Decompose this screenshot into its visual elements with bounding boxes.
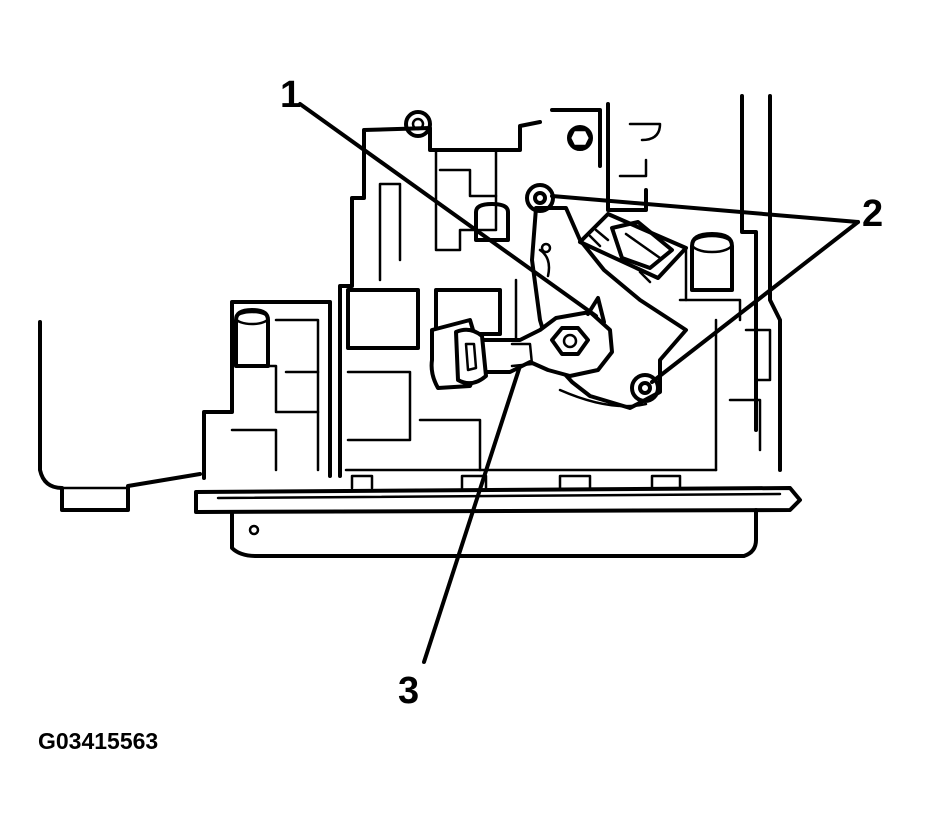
case-wall-left xyxy=(38,320,202,512)
callout-2-label: 2 xyxy=(862,193,884,235)
retainer-clip-lower xyxy=(630,373,660,403)
leader-line-2-upper xyxy=(550,194,860,224)
detent-spring-assembly xyxy=(578,212,688,284)
leader-line-3 xyxy=(422,364,522,664)
accumulator-housing-left xyxy=(202,300,332,480)
callout-3-label: 3 xyxy=(398,670,420,712)
figure-id-label: G03415563 xyxy=(38,728,159,754)
accumulator-piston-right xyxy=(678,232,742,322)
valve-body-center xyxy=(338,110,718,478)
upper-right-housing xyxy=(550,94,782,472)
leader-line-2-lower xyxy=(650,220,860,384)
leader-line-1 xyxy=(298,102,598,318)
manual-shaft-lever xyxy=(429,296,614,390)
valve-body-base-pan xyxy=(194,474,802,558)
callout-1-label: 1 xyxy=(280,74,302,116)
